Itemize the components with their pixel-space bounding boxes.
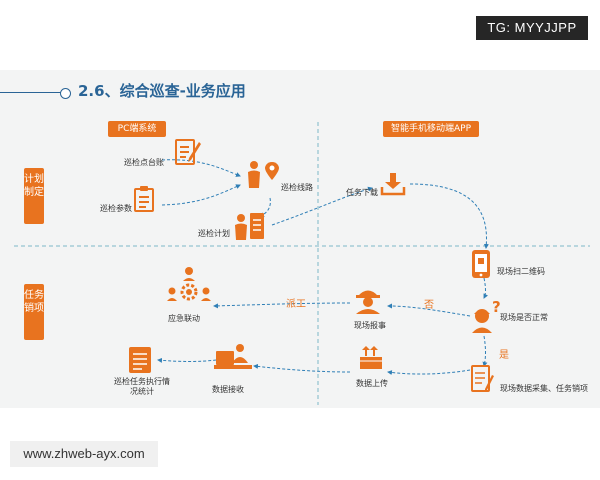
heading-line — [0, 92, 62, 93]
document-pen-icon — [471, 365, 494, 392]
tag-mobile-app: 智能手机移动端APP — [383, 121, 479, 137]
arrow-collect-to-upload — [387, 369, 471, 376]
person-document-icon — [235, 213, 264, 240]
node-receive-label: 数据接收 — [212, 385, 244, 394]
arrow-plan-to-download — [271, 186, 373, 226]
watermark-tg: TG: MYYJJPP — [476, 16, 588, 40]
heading-dot — [60, 88, 71, 99]
node-report-label: 现场报事 — [354, 321, 386, 330]
node-upload-label: 数据上传 — [356, 379, 388, 388]
row-label-task: 任务销项 — [24, 284, 44, 340]
arrow-upload-to-receive — [253, 363, 351, 373]
node-params-label: 巡检参数 — [100, 204, 132, 213]
arrow-download-to-qrcode — [409, 183, 489, 249]
node-register-label: 巡检点台账 — [124, 158, 164, 167]
clipboard-pen-icon — [175, 139, 201, 165]
person-location-icon — [248, 161, 279, 188]
arrow-report-to-emergency — [213, 302, 351, 309]
arrow-receive-to-stats — [157, 357, 217, 363]
team-gear-icon — [167, 267, 211, 301]
node-route-label: 巡检线路 — [281, 183, 313, 192]
node-collect-label: 现场数据采集、任务销项 — [500, 384, 588, 393]
tag-pc-system: PC端系统 — [108, 121, 166, 137]
worker-helmet-icon — [356, 290, 380, 314]
node-qrcode-label: 现场扫二维码 — [497, 267, 545, 276]
node-emergency-label: 应急联动 — [168, 314, 200, 323]
phone-qrcode-icon — [472, 250, 490, 278]
checklist-icon — [134, 186, 154, 212]
arrow-check-to-report — [387, 303, 471, 317]
node-stats-label: 巡检任务执行情况统计 — [114, 377, 170, 396]
node-plan-label: 巡检计划 — [198, 229, 230, 238]
arrow-params-to-route — [161, 184, 241, 206]
condition-yes: 是 — [499, 350, 509, 361]
arrow-check-to-collect — [482, 335, 488, 367]
node-download-label: 任务下载 — [346, 188, 378, 197]
person-laptop-icon — [214, 344, 252, 369]
arrow-qrcode-to-check — [483, 277, 489, 299]
report-list-icon — [129, 347, 151, 373]
condition-dispatch: 派工 — [286, 299, 306, 310]
condition-no: 否 — [424, 300, 434, 311]
upload-box-icon — [360, 346, 382, 369]
svg-text:?: ? — [492, 298, 501, 316]
download-icon — [380, 173, 406, 196]
watermark-url: www.zhweb-ayx.com — [10, 441, 158, 467]
diagram-background — [0, 70, 600, 408]
arrow-register-to-route — [161, 159, 241, 177]
worker-question-icon: ? — [472, 298, 501, 333]
section-title: 2.6、综合巡查-业务应用 — [78, 82, 246, 100]
node-normal-check-label: 现场是否正常 — [500, 313, 548, 322]
row-label-plan: 计划制定 — [24, 168, 44, 224]
